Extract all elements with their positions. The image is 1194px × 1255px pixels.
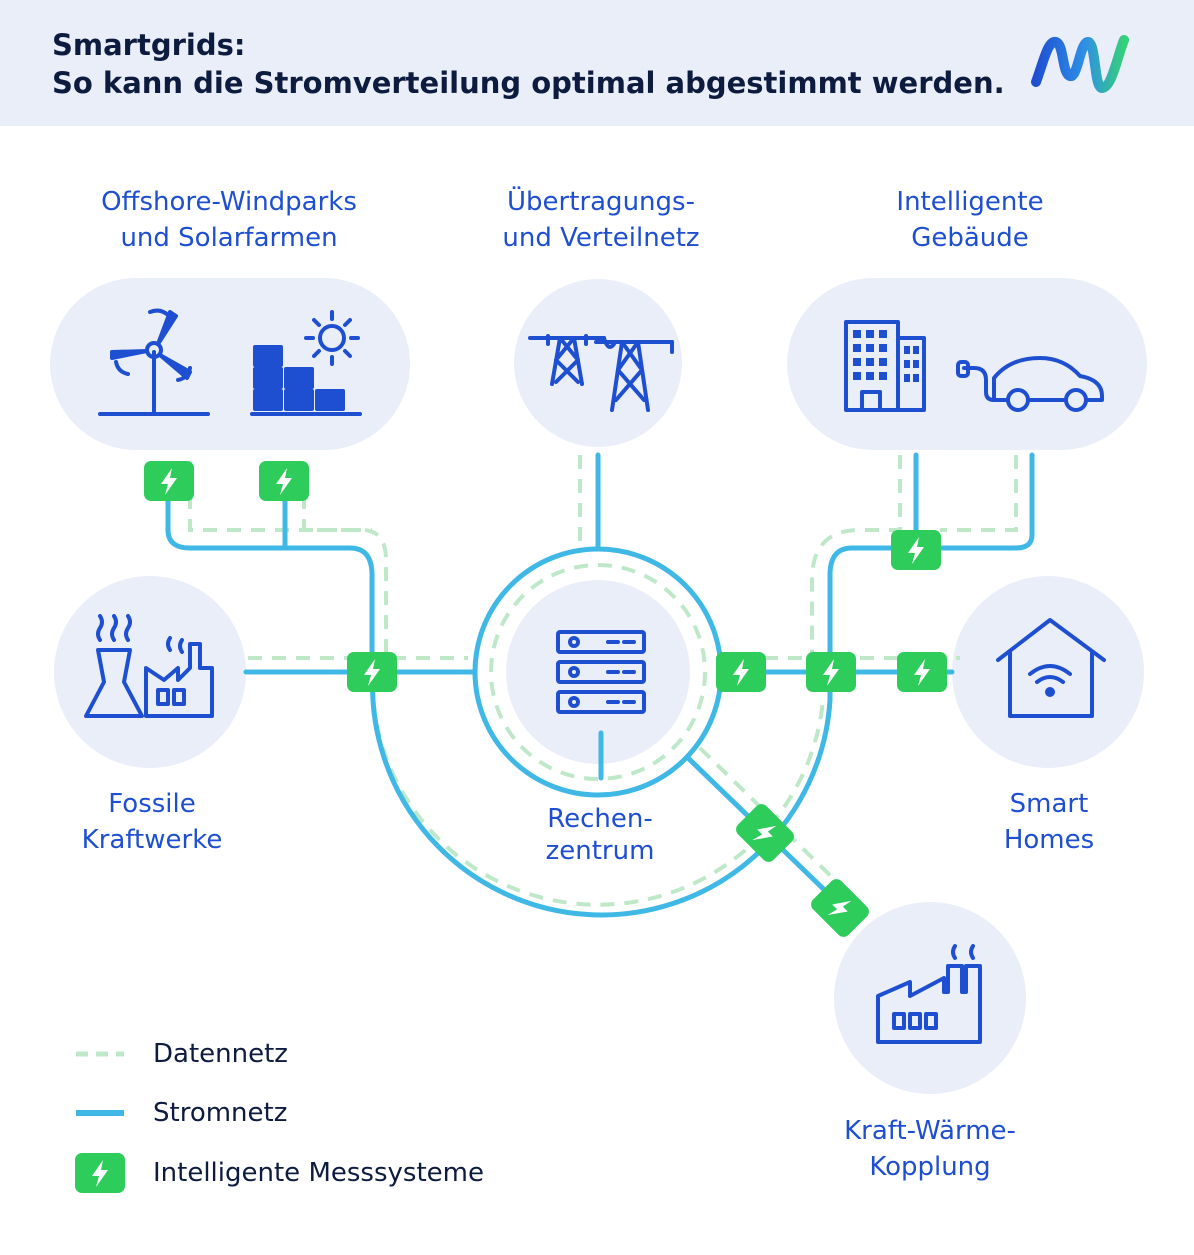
label-chp-line2: Kopplung xyxy=(869,1152,991,1182)
label-buildings-line1: Intelligente xyxy=(896,187,1044,217)
meter-smarthomes xyxy=(897,652,947,692)
meter-solar xyxy=(259,461,309,501)
server-icon xyxy=(556,630,646,714)
legend-data-label: Datennetz xyxy=(153,1039,288,1069)
label-smart-homes-line2: Homes xyxy=(1003,825,1095,855)
legend-power-label: Stromnetz xyxy=(153,1098,288,1128)
data-ring-outer xyxy=(371,699,825,907)
label-datacenter: Rechen- zentrum xyxy=(546,803,655,867)
brand-logo xyxy=(1031,35,1129,93)
chp-node-bg xyxy=(834,902,1026,1094)
data-line-buildings-left xyxy=(810,455,902,670)
legend-meter-label: Intelligente Messsysteme xyxy=(153,1158,484,1188)
solar-panel-icon xyxy=(250,345,362,416)
meter-datacenter-east xyxy=(716,652,766,692)
data-ring-inner xyxy=(489,563,707,781)
label-offshore-line2: und Solarfarmen xyxy=(120,223,338,253)
meter-wind xyxy=(144,461,194,501)
electric-car-icon xyxy=(956,356,1104,412)
grid-node-bg xyxy=(514,279,682,447)
power-line-buildings-right xyxy=(937,452,1035,551)
label-fossil-line1: Fossile xyxy=(108,789,196,819)
smart-home-wifi-icon xyxy=(996,618,1106,718)
page-subtitle: So kann die Stromverteilung optimal abge… xyxy=(52,66,1005,100)
power-pylon-icon xyxy=(528,334,674,412)
wind-turbine-icon xyxy=(98,308,210,416)
meter-junction-east xyxy=(806,652,856,692)
label-smart-homes: Smart Homes xyxy=(1004,786,1094,858)
label-smart-homes-line1: Smart xyxy=(1009,789,1089,819)
legend-meter-swatch xyxy=(75,1153,125,1193)
fossil-power-plant-icon xyxy=(84,614,214,718)
header: Smartgrids: So kann die Stromverteilung … xyxy=(0,0,1194,126)
label-grid-line1: Übertragungs- xyxy=(507,187,695,217)
data-line-buildings-right xyxy=(940,455,1018,532)
node-backgrounds xyxy=(50,278,1147,1094)
label-fossil-line2: Kraftwerke xyxy=(81,825,223,855)
datacenter-node-bg xyxy=(506,580,690,764)
page-title: Smartgrids: xyxy=(52,28,246,62)
label-buildings: Intelligente Gebäude xyxy=(896,184,1043,256)
label-offshore-line1: Offshore-Windparks xyxy=(101,187,357,217)
label-grid-line2: und Verteilnetz xyxy=(502,223,700,253)
label-chp-line1: Kraft-Wärme- xyxy=(844,1116,1016,1146)
power-ring-outer xyxy=(370,669,833,918)
smart-homes-node-bg xyxy=(952,576,1144,768)
label-fossil: Fossile Kraftwerke xyxy=(82,786,223,858)
meter-fossil xyxy=(347,652,397,692)
power-line-buildings-left xyxy=(827,452,919,703)
data-line-offshore-left xyxy=(188,495,372,532)
meter-buildings xyxy=(891,530,941,570)
sun-icon xyxy=(304,310,360,366)
factory-icon xyxy=(876,944,982,1044)
label-buildings-line2: Gebäude xyxy=(911,223,1029,253)
label-datacenter-line1: Rechen- xyxy=(547,804,653,834)
power-line-offshore xyxy=(165,497,375,675)
offshore-node-bg xyxy=(50,278,410,450)
label-datacenter-line2: zentrum xyxy=(545,836,655,866)
legend-swatches xyxy=(75,1051,125,1193)
label-offshore: Offshore-Windparks und Solarfarmen xyxy=(101,184,357,256)
label-chp: Kraft-Wärme- Kopplung xyxy=(844,1113,1016,1185)
label-grid: Übertragungs- und Verteilnetz xyxy=(502,184,699,256)
office-building-icon xyxy=(844,320,926,412)
